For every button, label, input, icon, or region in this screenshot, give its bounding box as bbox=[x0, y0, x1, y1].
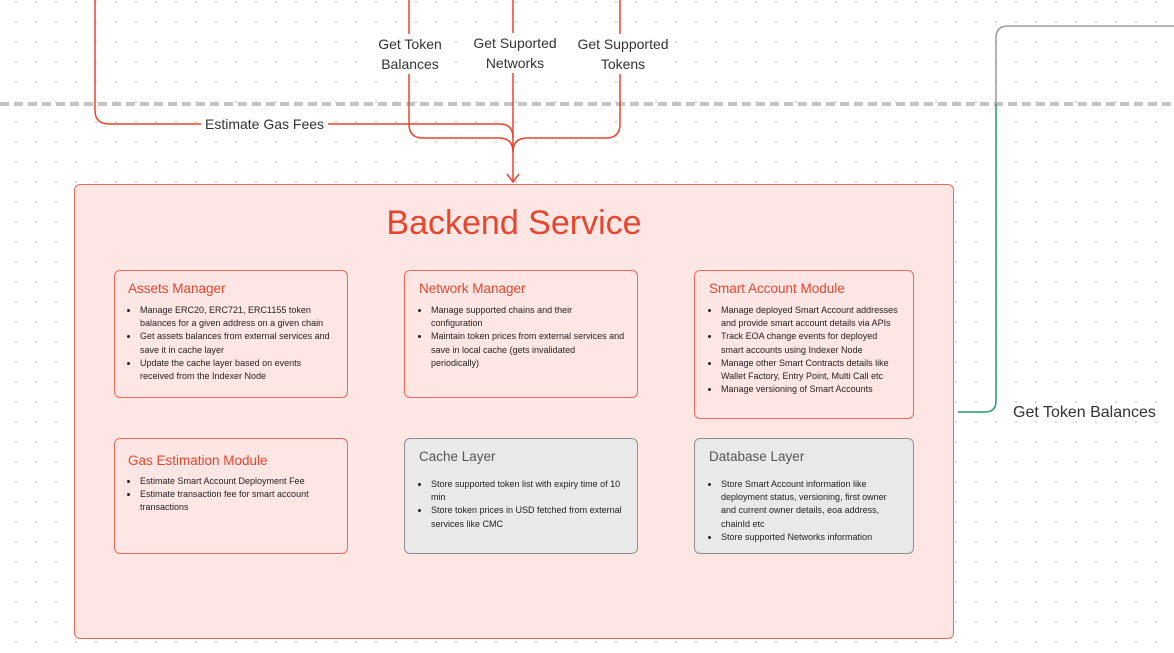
module-item: Manage supported chains and their config… bbox=[430, 304, 625, 330]
module-item-list: Manage ERC20, ERC721, ERC1155 token bala… bbox=[128, 304, 335, 383]
smart-account-module: Smart Account Module Manage deployed Sma… bbox=[694, 270, 914, 419]
module-item: Store supported token list with expiry t… bbox=[430, 478, 625, 504]
connector-green-right bbox=[958, 104, 997, 413]
module-item: Update the cache layer based on events r… bbox=[139, 357, 335, 383]
edge-label-estimate-gas-fees: Estimate Gas Fees bbox=[201, 114, 329, 134]
edge-label-get-token-balances-right: Get Token Balances bbox=[1013, 404, 1156, 421]
module-item: Get assets balances from external servic… bbox=[139, 330, 335, 356]
cache-layer-module: Cache Layer Store supported token list w… bbox=[404, 438, 638, 554]
module-title: Gas Estimation Module bbox=[128, 453, 268, 468]
module-item-list: Manage supported chains and their config… bbox=[419, 304, 625, 370]
module-item: Maintain token prices from external serv… bbox=[430, 330, 625, 370]
module-item: Store supported Networks information bbox=[720, 531, 901, 544]
module-title: Smart Account Module bbox=[709, 281, 845, 296]
connector-arrowhead bbox=[506, 173, 520, 184]
module-item-list: Estimate Smart Account Deployment Fee Es… bbox=[128, 475, 335, 515]
connector-estimate-gas-fees bbox=[94, 0, 514, 139]
module-item-list: Store supported token list with expiry t… bbox=[419, 478, 625, 531]
module-item: Manage deployed Smart Account addresses … bbox=[720, 304, 901, 330]
module-item: Estimate transaction fee for smart accou… bbox=[139, 488, 335, 514]
edge-label-get-supported-tokens: Get Supported Tokens bbox=[571, 34, 675, 74]
edge-label-get-suported-networks: Get Suported Networks bbox=[466, 33, 564, 73]
connector-get-token-balances bbox=[408, 0, 514, 153]
module-item: Manage other Smart Contracts details lik… bbox=[720, 357, 901, 383]
database-layer-module: Database Layer Store Smart Account infor… bbox=[694, 438, 914, 554]
module-item: Track EOA change events for deployed sma… bbox=[720, 330, 901, 356]
edge-label-get-token-balances: Get Token Balances bbox=[372, 34, 448, 74]
module-item-list: Manage deployed Smart Account addresses … bbox=[709, 304, 901, 396]
module-title: Network Manager bbox=[419, 281, 526, 296]
module-item: Store Smart Account information like dep… bbox=[720, 478, 901, 531]
module-item-list: Store Smart Account information like dep… bbox=[709, 478, 901, 544]
module-item: Estimate Smart Account Deployment Fee bbox=[139, 475, 335, 488]
connector-get-supported-tokens bbox=[512, 0, 621, 153]
connector-gray-right bbox=[995, 25, 1174, 104]
module-title: Cache Layer bbox=[419, 449, 496, 464]
gas-estimation-module: Gas Estimation Module Estimate Smart Acc… bbox=[114, 438, 348, 554]
network-manager-module: Network Manager Manage supported chains … bbox=[404, 270, 638, 398]
module-title: Assets Manager bbox=[128, 281, 226, 296]
module-item: Manage versioning of Smart Accounts bbox=[720, 383, 901, 396]
module-item: Store token prices in USD fetched from e… bbox=[430, 504, 625, 530]
module-item: Manage ERC20, ERC721, ERC1155 token bala… bbox=[139, 304, 335, 330]
assets-manager-module: Assets Manager Manage ERC20, ERC721, ERC… bbox=[114, 270, 348, 398]
backend-service-title: Backend Service bbox=[386, 204, 642, 242]
module-title: Database Layer bbox=[709, 449, 805, 464]
